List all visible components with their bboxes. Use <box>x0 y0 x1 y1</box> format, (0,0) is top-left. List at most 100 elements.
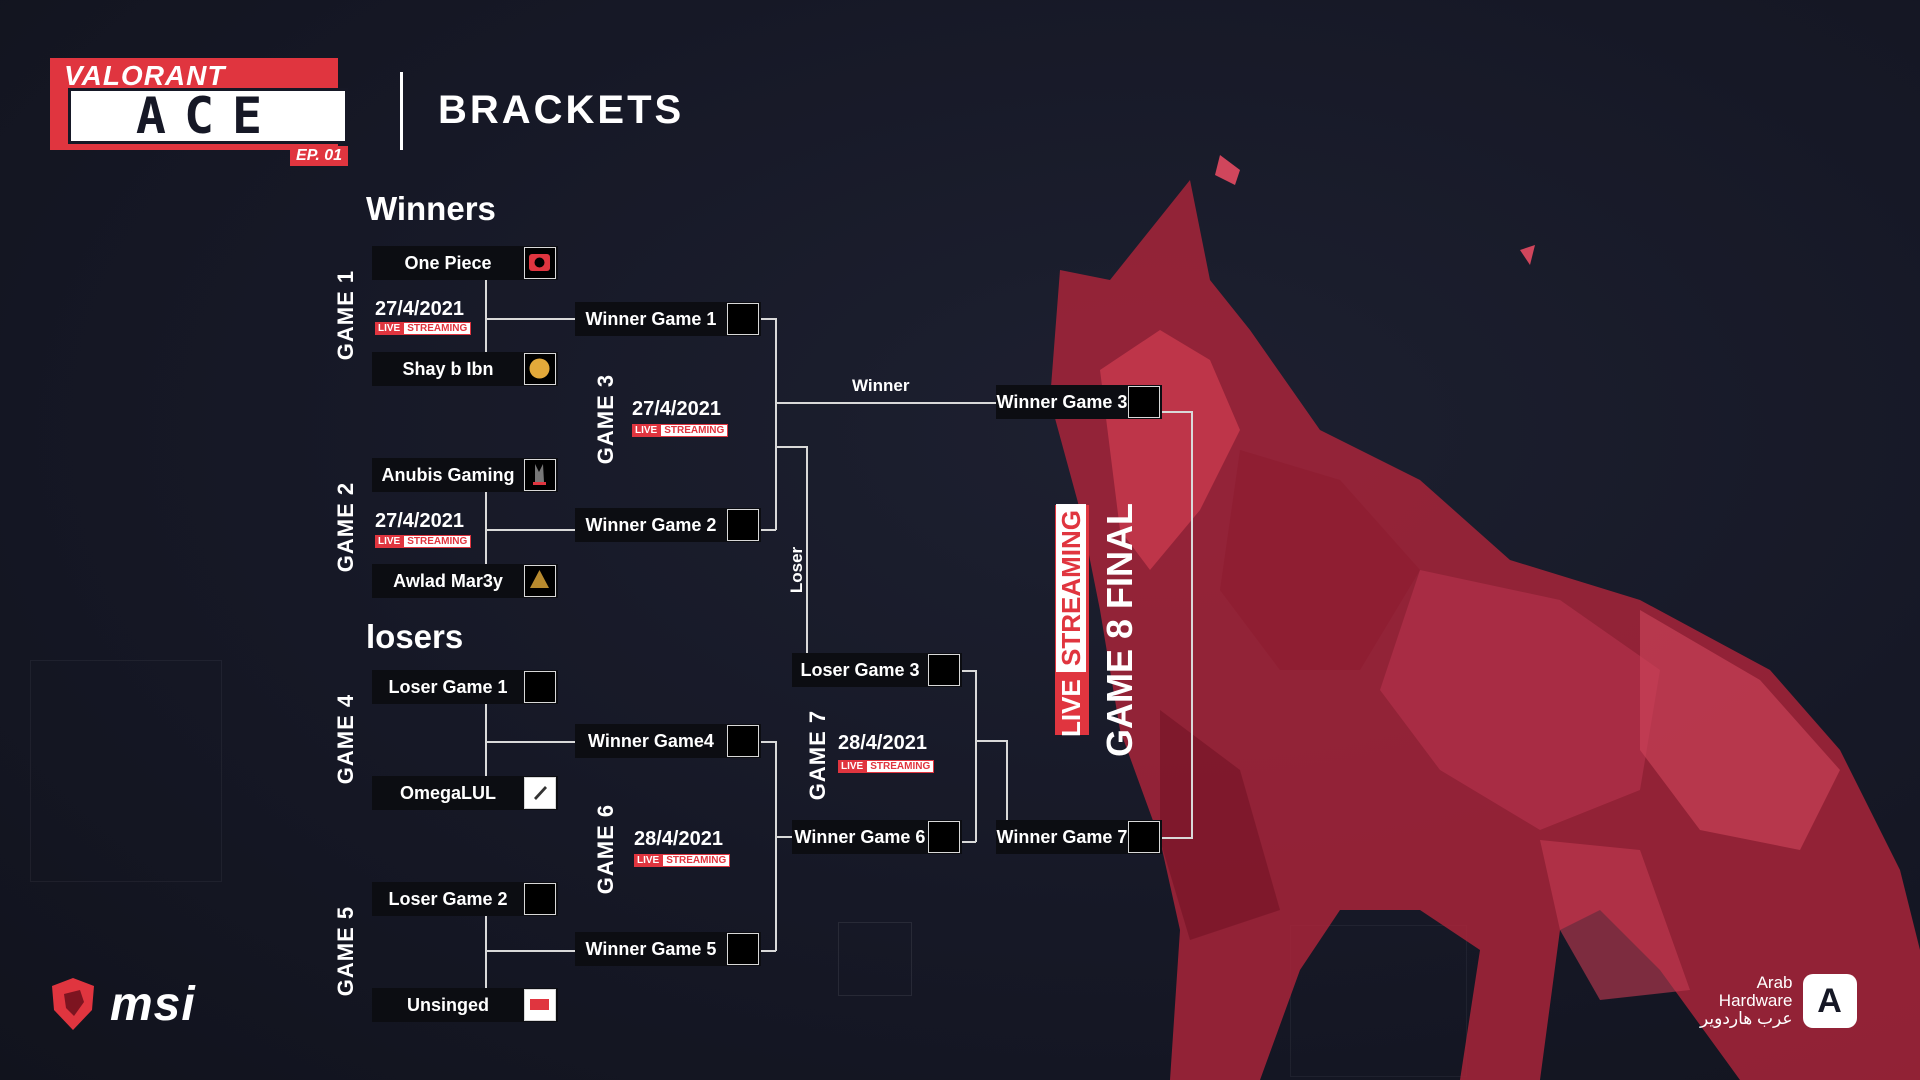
slot-name: Loser Game 3 <box>800 659 920 680</box>
logo-episode: EP. 01 <box>290 146 348 166</box>
arab-hardware-text: Arab Hardware عرب هاردوير <box>1700 974 1793 1028</box>
bracket-line <box>485 741 575 743</box>
bracket-line <box>775 741 777 951</box>
logo-valorant-text: VALORANT <box>64 60 226 91</box>
game4-team-b[interactable]: OmegaLUL <box>372 776 558 810</box>
live-text: LIVE <box>375 322 404 335</box>
team-logo-placeholder <box>524 883 556 915</box>
game7-label: GAME 7 <box>805 709 830 801</box>
game4-result[interactable]: Winner Game4 <box>575 724 761 758</box>
game2-team-a[interactable]: Anubis Gaming <box>372 458 558 492</box>
losers-title: losers <box>366 618 464 655</box>
team-logo-placeholder <box>928 654 960 686</box>
bracket-line <box>960 670 976 672</box>
arab-hardware-arabic: عرب هاردوير <box>1700 1009 1793 1028</box>
arab-hardware-badge-icon: A <box>1802 974 1857 1028</box>
slot-name: Winner Game4 <box>588 730 714 751</box>
team-logo-placeholder <box>727 509 759 541</box>
game5-team-b[interactable]: Unsinged <box>372 988 558 1022</box>
game7-date: 28/4/2021 <box>838 732 927 754</box>
game5-team-a[interactable]: Loser Game 2 <box>372 882 558 916</box>
game8-slot-a[interactable]: Winner Game 3 <box>996 385 1162 419</box>
arab-hardware-line2: Hardware <box>1718 991 1793 1010</box>
streaming-text: STREAMING <box>403 322 472 335</box>
game6-date: 28/4/2021 <box>634 828 723 850</box>
bracket-line <box>1160 411 1192 413</box>
team-logo-placeholder <box>727 933 759 965</box>
slot-name: Winner Game 5 <box>585 938 717 959</box>
team-name: OmegaLUL <box>399 782 496 803</box>
bracket-line <box>975 740 1007 742</box>
game2-date: 27/4/2021 <box>375 510 464 532</box>
arab-hardware-logo: Arab Hardware عرب هاردوير A <box>1700 974 1857 1028</box>
winners-title: Winners <box>366 190 496 227</box>
team-name: One Piece <box>404 252 492 273</box>
bracket-line <box>760 950 776 952</box>
final-live-badge: LIVE STREAMING <box>1055 503 1089 737</box>
game6-label: GAME 6 <box>593 803 618 895</box>
bracket-line <box>760 741 776 743</box>
live-text: LIVE <box>634 854 663 867</box>
streaming-text: STREAMING <box>1056 503 1087 672</box>
game7-slot-a[interactable]: Loser Game 3 <box>792 653 962 687</box>
wolf-artwork <box>1050 155 1920 1080</box>
streaming-text: STREAMING <box>662 854 731 867</box>
live-text: LIVE <box>1056 678 1087 737</box>
bracket-line <box>485 916 487 988</box>
game3-slot-b[interactable]: Winner Game 2 <box>575 508 761 542</box>
team-logo-placeholder <box>1128 821 1160 853</box>
game2-team-b[interactable]: Awlad Mar3y <box>372 564 558 598</box>
final-block: LIVE STREAMING GAME 8 FINAL <box>1055 503 1145 757</box>
bracket-line <box>775 402 998 404</box>
valorant-ace-logo: VALORANT ACE EP. 01 <box>50 58 358 166</box>
bracket-line <box>806 446 808 654</box>
game1-team-b[interactable]: Shay b Ibn <box>372 352 558 386</box>
game7-result[interactable]: Winner Game 7 <box>996 820 1162 854</box>
live-text: LIVE <box>375 535 404 548</box>
header-divider <box>400 72 403 150</box>
final-label: GAME 8 FINAL <box>1095 502 1145 758</box>
msi-logo: msi <box>50 976 196 1032</box>
streaming-text: STREAMING <box>866 760 935 773</box>
team-name: Loser Game 2 <box>388 888 508 909</box>
background-frame <box>838 922 912 996</box>
game1-date: 27/4/2021 <box>375 298 464 320</box>
bracket-line <box>975 670 977 842</box>
bracket-line <box>1160 837 1192 839</box>
game6-result[interactable]: Winner Game 6 <box>792 820 962 854</box>
game3-label: GAME 3 <box>593 373 618 465</box>
team-name: Loser Game 1 <box>388 676 508 697</box>
game4-team-a[interactable]: Loser Game 1 <box>372 670 558 704</box>
game2-label: GAME 2 <box>333 481 358 573</box>
game1-team-a[interactable]: One Piece <box>372 246 558 280</box>
game3-date: 27/4/2021 <box>632 398 721 420</box>
bracket-line <box>485 492 487 564</box>
final-label-text: GAME 8 FINAL <box>1099 502 1141 758</box>
shay-b-ibn-logo-icon <box>524 353 556 385</box>
live-text: LIVE <box>632 424 661 437</box>
bracket-line <box>760 318 776 320</box>
background-frame <box>1290 925 1467 1077</box>
bracket-line <box>1006 740 1008 838</box>
omegalul-logo-icon <box>524 777 556 809</box>
game5-result[interactable]: Winner Game 5 <box>575 932 761 966</box>
msi-dragon-icon <box>52 978 94 1030</box>
team-logo-placeholder <box>928 821 960 853</box>
bracket-line <box>485 704 487 776</box>
game4-label: GAME 4 <box>333 693 358 785</box>
msi-text: msi <box>110 977 196 1031</box>
bracket-line <box>485 950 575 952</box>
bracket-line <box>485 529 575 531</box>
slot-name: Winner Game 3 <box>996 391 1128 412</box>
live-text: LIVE <box>838 760 867 773</box>
team-name: Shay b Ibn <box>402 358 494 379</box>
bracket-line <box>485 280 487 352</box>
slot-name: Winner Game 7 <box>996 826 1128 847</box>
game3-slot-a[interactable]: Winner Game 1 <box>575 302 761 336</box>
streaming-text: STREAMING <box>660 424 729 437</box>
slot-name: Winner Game 1 <box>585 308 717 329</box>
